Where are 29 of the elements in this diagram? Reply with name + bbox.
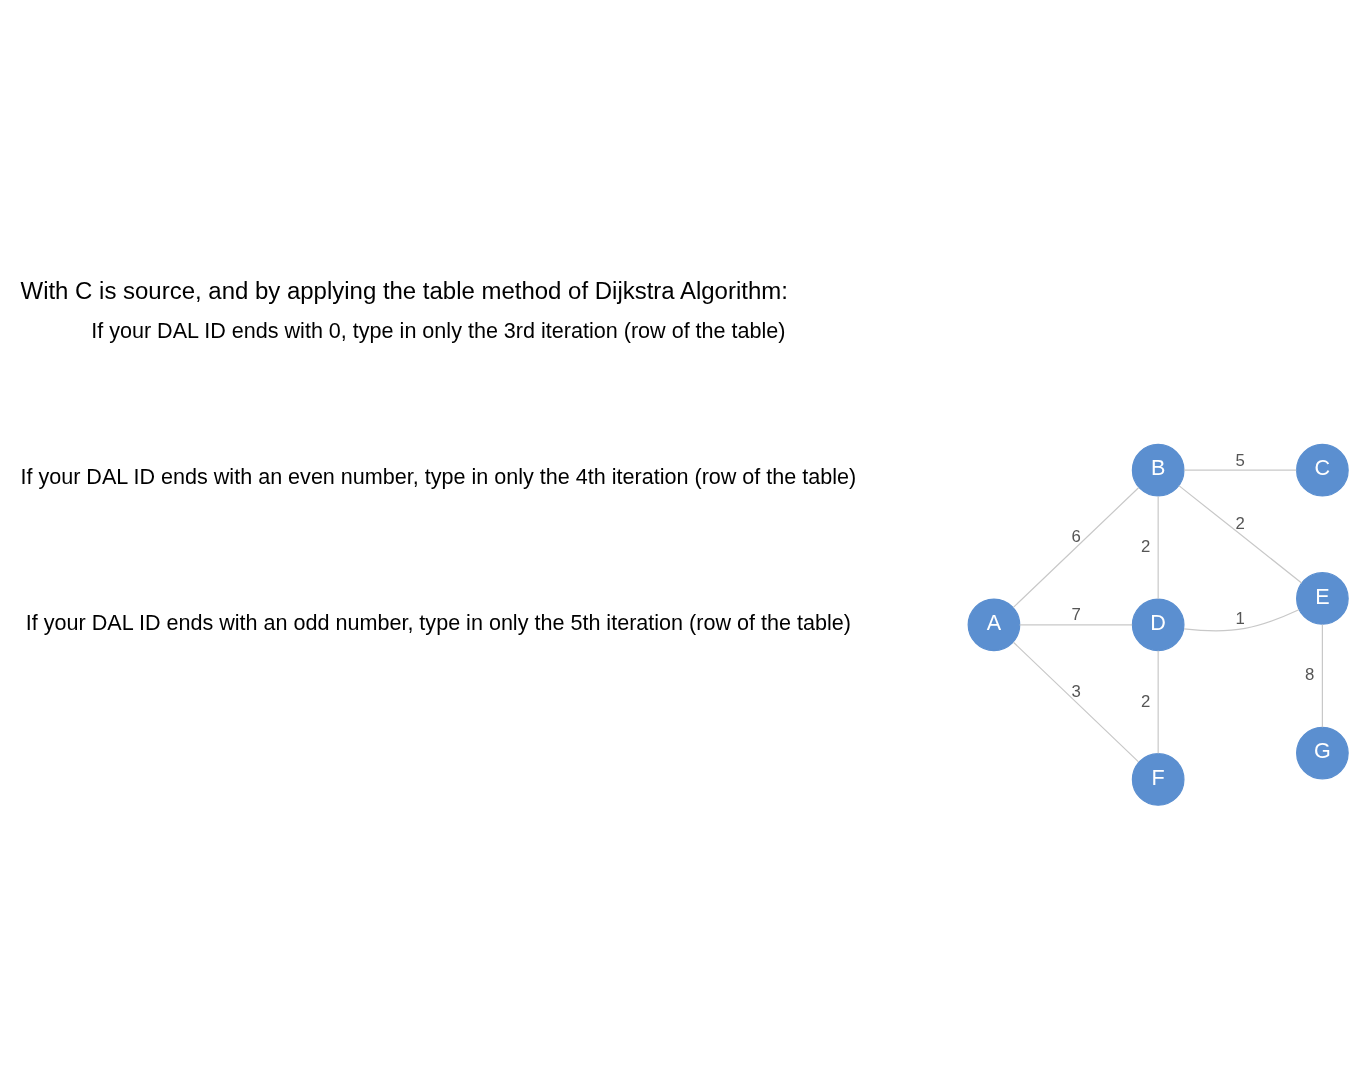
connector (1183, 469, 1297, 471)
edge-label: 2 (1140, 691, 1151, 711)
connector (1012, 487, 1140, 608)
connector (1157, 650, 1159, 755)
label: If your DAL ID ends with an odd number, type in only the 5th iteration (row of the table) (25, 610, 851, 636)
connector (1157, 495, 1159, 600)
node-circle: F (1131, 753, 1185, 806)
connector (1321, 623, 1323, 728)
connector (1183, 609, 1300, 632)
connector (1178, 485, 1303, 584)
edge-label: 1 (1235, 608, 1245, 628)
edge-label: 7 (1071, 605, 1081, 625)
edge-label: 8 (1305, 665, 1315, 685)
diagram-title: With C is source, and by applying the table method of Dijkstra Algorithm: (20, 276, 788, 304)
node-circle: E (1296, 572, 1349, 625)
node-circle: B (1131, 443, 1185, 497)
node-circle: D (1131, 598, 1185, 652)
edge-label: 5 (1235, 450, 1245, 470)
label: If your DAL ID ends with 0, type in only the 3rd iteration (row of the table) (91, 317, 786, 343)
connector (1012, 641, 1140, 763)
node-circle: A (967, 598, 1021, 652)
node-circle: C (1296, 443, 1349, 497)
label: If your DAL ID ends with an even number, type in only the 4th iteration (row of the table) (20, 463, 857, 489)
edge-label: 6 (1071, 527, 1081, 547)
connector (1019, 624, 1133, 626)
edge-label: 2 (1140, 536, 1151, 556)
edge-label: 3 (1071, 681, 1081, 701)
node-circle: G (1296, 726, 1349, 780)
edge-label: 2 (1235, 514, 1245, 534)
